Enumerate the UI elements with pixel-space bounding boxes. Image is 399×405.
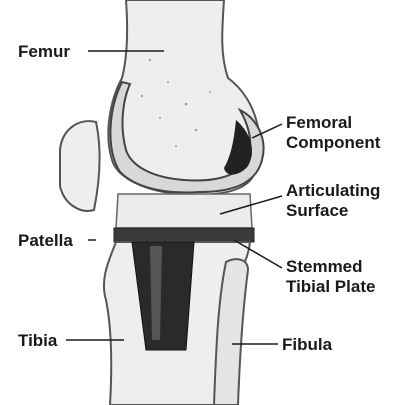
label-femoral-component-line1: Femoral bbox=[286, 113, 352, 132]
patella-bone bbox=[60, 121, 100, 211]
tibial-plate bbox=[114, 228, 254, 242]
label-femur: Femur bbox=[18, 42, 70, 61]
label-tibia: Tibia bbox=[18, 331, 58, 350]
tibial-stem-highlight bbox=[150, 246, 162, 340]
label-patella: Patella bbox=[18, 231, 73, 250]
label-fibula: Fibula bbox=[282, 335, 333, 354]
label-stemmed-tibial-plate-line2: Tibial Plate bbox=[286, 277, 375, 296]
label-articulating-surface-line2: Surface bbox=[286, 201, 348, 220]
label-articulating-surface-line1: Articulating bbox=[286, 181, 380, 200]
label-stemmed-tibial-plate-line1: Stemmed bbox=[286, 257, 363, 276]
label-femoral-component-line2: Component bbox=[286, 133, 381, 152]
